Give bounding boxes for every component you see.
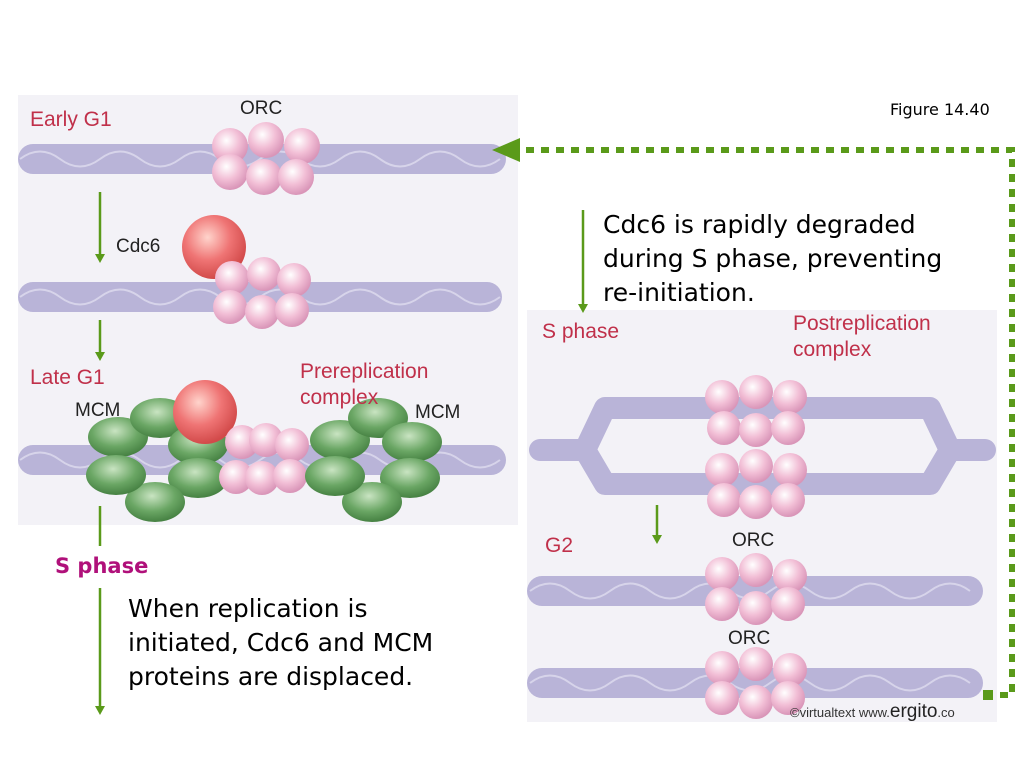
- note-replication-line-3: proteins are displaced.: [128, 662, 414, 691]
- orc-complex-cdc6-step: [213, 257, 311, 329]
- credit-suffix: .co: [937, 705, 955, 720]
- label-orc-g2-lower: ORC: [728, 628, 771, 649]
- label-orc-g2-upper: ORC: [732, 530, 775, 551]
- note-replication-line-1: When replication is: [128, 594, 368, 623]
- mcm-ring-right: [305, 398, 442, 522]
- label-g2: G2: [545, 534, 574, 557]
- note-degraded-line-1: Cdc6 is rapidly degraded: [603, 210, 916, 239]
- label-mcm-right: MCM: [415, 402, 461, 423]
- label-orc-early: ORC: [240, 98, 283, 119]
- orc-complex-g2-lower: [705, 647, 807, 719]
- label-postreplication: Postreplication: [793, 312, 931, 335]
- arrow-cdc6-to-late: [95, 320, 105, 361]
- figure-label: Figure 14.40: [890, 100, 990, 119]
- label-s-phase-panel: S phase: [542, 320, 620, 343]
- label-cdc6: Cdc6: [116, 236, 161, 257]
- orc-complex-late-g1: [219, 423, 309, 495]
- label-prereplication: Prereplication: [300, 360, 429, 383]
- credit-brand: ergito: [889, 701, 938, 722]
- note-degraded-line-2: during S phase, preventing: [603, 244, 943, 273]
- dna-replication-bubble: [529, 397, 996, 495]
- dna-early-g1: [18, 144, 506, 174]
- note-degraded: Cdc6 is rapidly degraded during S phase,…: [603, 208, 942, 310]
- cdc6-sphere-late: [173, 380, 237, 444]
- orc-complex-early-g1: [212, 122, 320, 195]
- label-late-g1: Late G1: [30, 366, 105, 389]
- label-postreplication-complex: complex: [793, 338, 872, 361]
- label-s-phase: S phase: [55, 554, 149, 578]
- arrow-sphase-down: [95, 588, 105, 715]
- arrow-to-right-panel: [578, 210, 588, 313]
- arrow-early-to-cdc6: [95, 192, 105, 263]
- label-early-g1: Early G1: [30, 108, 112, 131]
- label-mcm-left: MCM: [75, 400, 121, 421]
- note-replication-line-2: initiated, Cdc6 and MCM: [128, 628, 434, 657]
- arrow-sphase-to-g2: [652, 505, 662, 544]
- note-replication: When replication is initiated, Cdc6 and …: [128, 592, 433, 694]
- label-prereplication-complex: complex: [300, 386, 379, 409]
- orc-complex-postrep-lower: [705, 449, 807, 519]
- note-degraded-line-3: re-initiation.: [603, 278, 755, 307]
- orc-complex-postrep-upper: [705, 375, 807, 447]
- credit-text: ©virtualtext www.ergito.co: [790, 701, 955, 723]
- orc-complex-g2-upper: [705, 553, 807, 625]
- mcm-ring-left: [86, 398, 228, 522]
- credit-prefix: ©virtualtext www.: [790, 705, 890, 720]
- dotted-feedback-loop: [492, 138, 1015, 700]
